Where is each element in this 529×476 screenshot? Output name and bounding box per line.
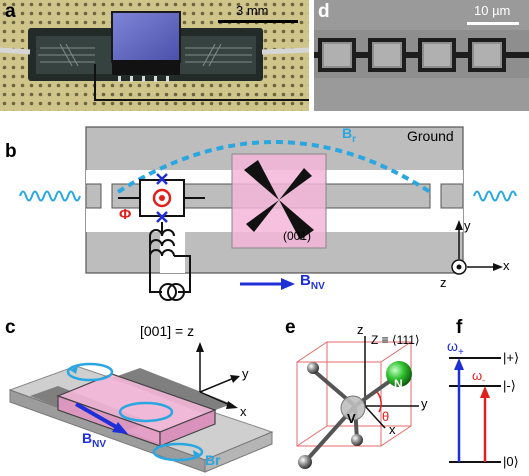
panel-c-drawing [8, 342, 274, 473]
n-label: N [394, 377, 403, 391]
axes-b [451, 220, 503, 275]
panel-b-letter: b [5, 141, 17, 162]
panel-e-nv-center [296, 336, 419, 469]
br-loop-1 [66, 362, 114, 382]
v-label: V [347, 411, 356, 426]
panel-d-scale-label: 10 µm [474, 3, 511, 18]
panel-f-energy-levels [449, 357, 501, 463]
panel-c: c [001] = z y x BNV Br [0, 312, 285, 476]
axis-e-x: x [389, 422, 396, 437]
panel-a-scale-label: 3 mm [236, 3, 269, 18]
axis-e-y: y [421, 396, 428, 411]
br-loop-3 [152, 442, 204, 462]
axis-b-z: z [440, 275, 447, 290]
axis-c-x: x [240, 404, 247, 419]
ground-label: Ground [407, 128, 454, 144]
theta-label: θ [382, 409, 390, 424]
panel-d-micrograph [314, 0, 529, 111]
br-label: Br [342, 125, 357, 145]
vacancy [340, 395, 366, 421]
level-minus-label: |-⟩ [503, 378, 516, 393]
axis-b-x: x [503, 258, 510, 273]
axis-b-y: y [464, 218, 471, 233]
panel-c-letter: c [5, 317, 16, 338]
output-microwave [473, 190, 517, 202]
omega-minus-label: ω- [472, 368, 486, 386]
panel-e-letter: e [285, 317, 296, 338]
diamond-crystal [231, 153, 327, 249]
direction-label: [001] = z [140, 323, 195, 339]
panel-e: e z Z ≡ ⟨111⟩ N V θ y x [285, 312, 437, 476]
axis-e-z: z [357, 322, 364, 337]
carbon-atom-3 [298, 455, 312, 469]
bowtie-antenna [244, 160, 314, 240]
flux-coil [149, 229, 175, 257]
panel-d-letter: d [318, 1, 330, 22]
bnv-label: BNV [300, 272, 325, 292]
carbon-atom-1 [307, 362, 319, 374]
panel-b: b Ground Br Φ (001) BNV y x z [0, 112, 529, 312]
level-zero-label: |0⟩ [503, 454, 519, 469]
panel-a: 3 mm a [0, 0, 310, 111]
panel-f-letter: f [456, 317, 463, 338]
current-source [159, 283, 185, 301]
panel-f: f ω+ ω- |+⟩ |-⟩ |0⟩ [437, 312, 529, 476]
br-loop-2 [118, 401, 174, 423]
nitrogen-atom [386, 361, 412, 387]
phi-label: Φ [119, 206, 132, 223]
bnv-label-c: BNV [82, 430, 107, 450]
zdir-label: Z ≡ ⟨111⟩ [371, 333, 420, 347]
crystal-label: (001) [283, 229, 312, 243]
input-microwave [19, 190, 81, 202]
carbon-atom-2 [351, 434, 363, 446]
panel-a-photo [0, 0, 310, 111]
br-label-c: Br [205, 452, 221, 468]
panel-a-letter: a [5, 1, 16, 22]
omega-plus-label: ω+ [447, 338, 464, 358]
axis-c-y: y [242, 366, 249, 381]
bnv-arrow [240, 278, 295, 290]
panel-b-circuit [19, 126, 517, 301]
level-plus-label: |+⟩ [503, 350, 520, 365]
panel-d: 10 µm d [314, 0, 529, 111]
